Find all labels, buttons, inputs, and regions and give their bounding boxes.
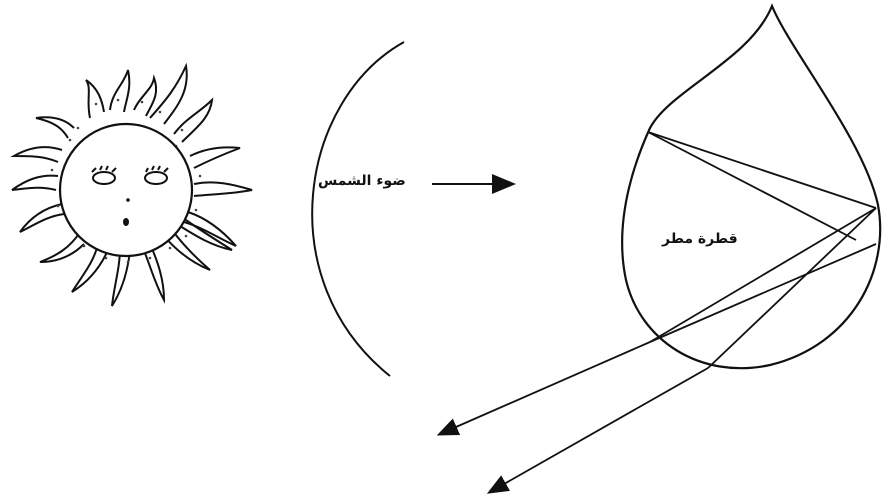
light-rays <box>440 132 876 492</box>
sun-face-icon <box>12 66 252 306</box>
sunlight-label: ضوء الشمس <box>318 173 406 189</box>
ray-reflect-1 <box>650 208 876 342</box>
ray-entry-2 <box>648 132 856 240</box>
sun-nose <box>126 198 130 202</box>
sunlight-wavefront <box>312 42 404 376</box>
ray-exit-1 <box>440 342 650 434</box>
ray-reflect-3 <box>650 244 876 342</box>
raindrop-label: قطرة مطر <box>662 231 738 247</box>
ray-exit-2 <box>490 368 708 492</box>
sun-disc <box>60 124 192 256</box>
ray-entry-1 <box>648 132 876 208</box>
raindrop-outline <box>622 6 880 368</box>
sun-mouth <box>123 218 129 226</box>
